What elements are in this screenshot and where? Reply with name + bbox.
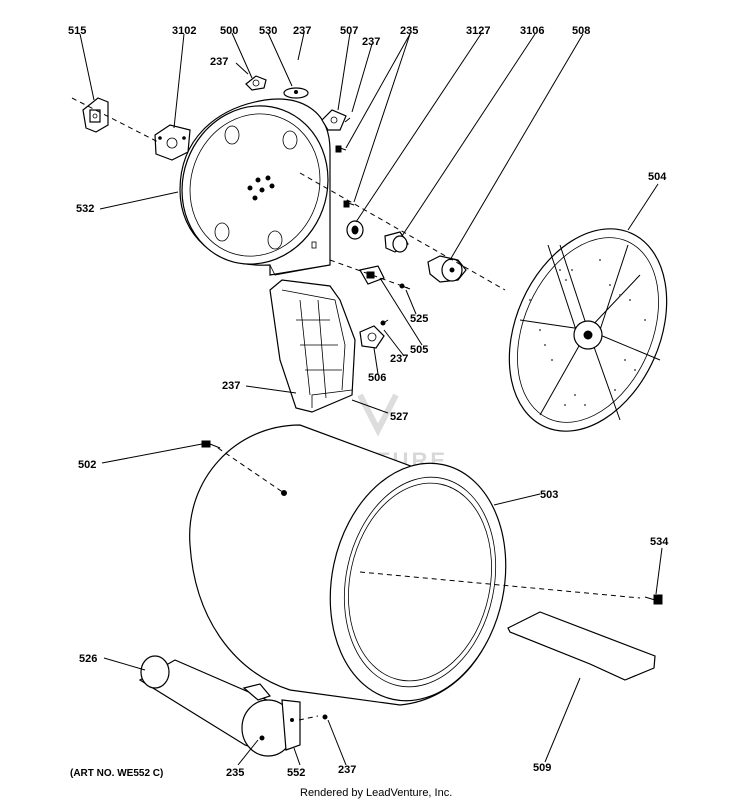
label-235-bot: 235 <box>226 767 244 779</box>
label-552: 552 <box>287 767 305 779</box>
part-507-thermostat <box>321 109 347 131</box>
label-237-mid: 237 <box>390 353 408 365</box>
label-504: 504 <box>648 171 667 183</box>
part-509-baffle <box>507 611 656 681</box>
label-3127: 3127 <box>466 25 490 37</box>
assembly-lines <box>71 97 641 721</box>
part-526-heater <box>138 655 301 757</box>
part-532-rear-bulkhead <box>179 98 331 276</box>
label-509: 509 <box>533 762 551 774</box>
part-505-plate <box>359 265 385 285</box>
label-526: 526 <box>79 653 97 665</box>
part-552-bracket <box>242 683 272 701</box>
label-525: 525 <box>410 313 428 325</box>
part-506-thermistor <box>359 319 389 349</box>
label-235-top: 235 <box>400 25 418 37</box>
label-508: 508 <box>572 25 590 37</box>
part-3106-bushing <box>384 231 409 253</box>
label-237-bot: 237 <box>338 764 356 776</box>
label-532: 532 <box>76 203 94 215</box>
label-506: 506 <box>368 372 386 384</box>
screw-237-heater <box>322 714 328 720</box>
label-503: 503 <box>540 489 558 501</box>
label-505: 505 <box>410 344 428 356</box>
label-237-duct: 237 <box>222 380 240 392</box>
label-3106: 3106 <box>520 25 544 37</box>
label-502: 502 <box>78 459 96 471</box>
leader-lines <box>79 32 663 766</box>
screws-top <box>335 117 355 208</box>
part-3102-plate <box>154 124 191 161</box>
label-237-top: 237 <box>293 25 311 37</box>
label-527: 527 <box>390 411 408 423</box>
label-534: 534 <box>650 536 669 548</box>
label-515: 515 <box>68 25 86 37</box>
footer-credit: Rendered by LeadVenture, Inc. <box>300 787 452 799</box>
label-507: 507 <box>340 25 358 37</box>
label-3102: 3102 <box>172 25 196 37</box>
part-503-drum <box>189 424 507 706</box>
part-3127-bearing <box>346 220 364 240</box>
label-500: 500 <box>220 25 238 37</box>
art-number: (ART NO. WE552 C) <box>70 768 163 779</box>
part-labels: 515 3102 500 530 237 507 237 235 3127 31… <box>68 25 669 779</box>
part-504-drum-back <box>508 228 668 432</box>
part-500-thermostat <box>245 75 267 91</box>
part-530-fuse <box>283 87 309 99</box>
part-525-screw <box>399 283 411 290</box>
part-527-duct <box>269 279 356 413</box>
part-534-screw <box>644 594 663 605</box>
label-237-b: 237 <box>362 36 380 48</box>
part-508-shaft-hub <box>427 255 467 283</box>
label-530: 530 <box>259 25 277 37</box>
label-237-left: 237 <box>210 56 228 68</box>
part-502-screw <box>201 440 221 449</box>
